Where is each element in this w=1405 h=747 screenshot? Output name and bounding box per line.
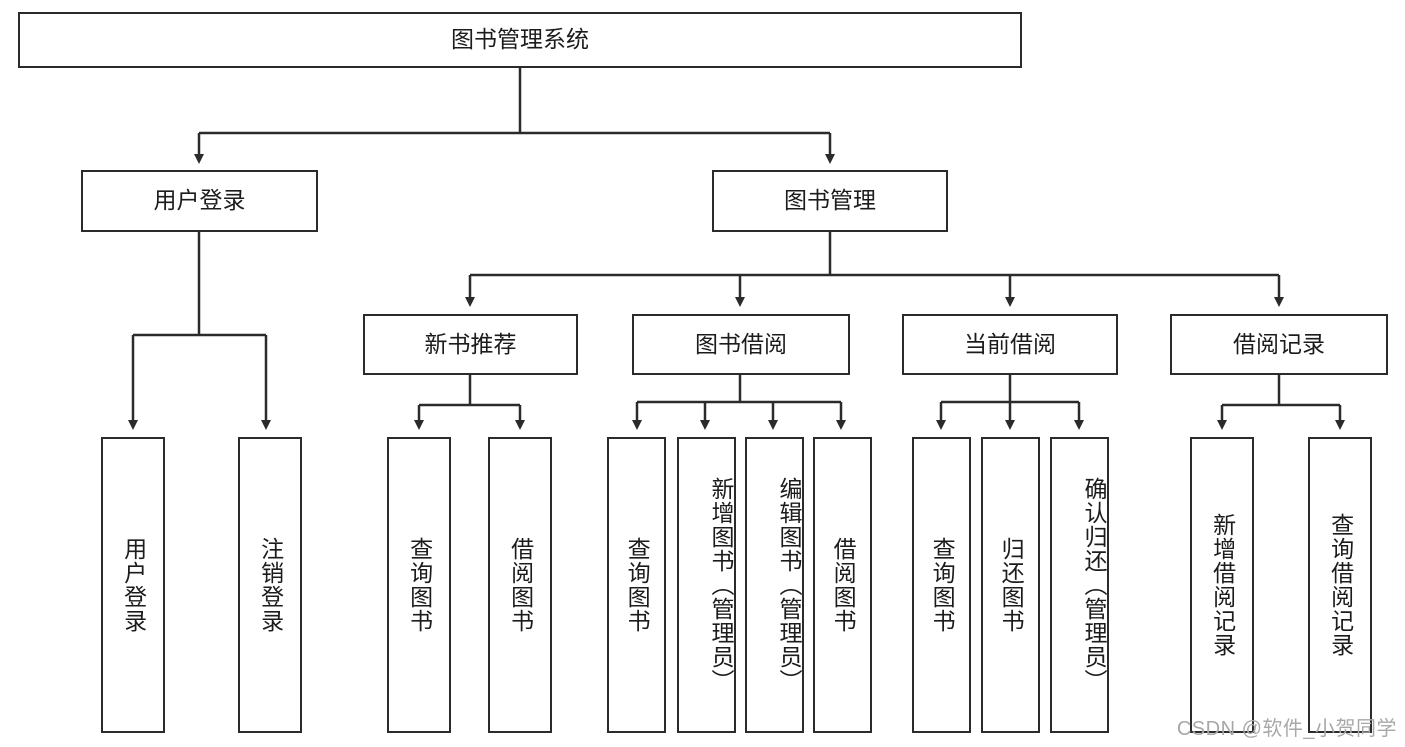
node-book-management-label: 图书管理 <box>784 187 876 214</box>
node-book-borrow-label: 图书借阅 <box>695 330 787 357</box>
leaf-borrow-add-book-label: 新增图书（管理员） <box>708 477 734 693</box>
leaf-newbook-query-label: 查询图书 <box>406 537 433 633</box>
leaf-borrow-edit-book[interactable]: 编辑图书（管理员） <box>745 437 804 733</box>
leaf-user-logout[interactable]: 注销登录 <box>238 437 302 733</box>
leaf-user-login[interactable]: 用户登录 <box>101 437 165 733</box>
leaf-borrow-borrow-book-label: 借阅图书 <box>830 537 857 633</box>
leaf-current-confirm-return-label: 确认归还（管理员） <box>1081 477 1107 693</box>
leaf-current-return[interactable]: 归还图书 <box>981 437 1040 733</box>
leaf-current-confirm-return[interactable]: 确认归还（管理员） <box>1050 437 1109 733</box>
node-user-login[interactable]: 用户登录 <box>81 170 318 232</box>
leaf-current-query[interactable]: 查询图书 <box>912 437 971 733</box>
leaf-borrow-query-label: 查询图书 <box>624 537 651 633</box>
leaf-current-return-label: 归还图书 <box>998 537 1025 633</box>
leaf-record-add[interactable]: 新增借阅记录 <box>1190 437 1254 733</box>
watermark-text: CSDN @软件_小贺同学 <box>1176 718 1397 740</box>
leaf-user-login-label: 用户登录 <box>120 537 147 633</box>
leaf-user-logout-label: 注销登录 <box>257 537 284 633</box>
node-user-login-label: 用户登录 <box>153 187 246 214</box>
node-root[interactable]: 图书管理系统 <box>18 12 1022 68</box>
leaf-current-query-label: 查询图书 <box>929 537 956 633</box>
leaf-borrow-add-book[interactable]: 新增图书（管理员） <box>677 437 736 733</box>
leaf-borrow-edit-book-label: 编辑图书（管理员） <box>776 477 802 693</box>
node-new-book-recommend[interactable]: 新书推荐 <box>363 314 578 375</box>
node-borrow-record-label: 借阅记录 <box>1233 330 1325 357</box>
leaf-newbook-borrow[interactable]: 借阅图书 <box>488 437 552 733</box>
node-borrow-record[interactable]: 借阅记录 <box>1170 314 1388 375</box>
leaf-record-query[interactable]: 查询借阅记录 <box>1308 437 1372 733</box>
node-root-label: 图书管理系统 <box>451 26 589 53</box>
leaf-record-query-label: 查询借阅记录 <box>1327 513 1354 657</box>
leaf-record-add-label: 新增借阅记录 <box>1209 513 1236 657</box>
leaf-newbook-query[interactable]: 查询图书 <box>387 437 451 733</box>
node-book-borrow[interactable]: 图书借阅 <box>632 314 850 375</box>
leaf-borrow-borrow-book[interactable]: 借阅图书 <box>813 437 872 733</box>
node-book-management[interactable]: 图书管理 <box>712 170 948 232</box>
node-current-borrow[interactable]: 当前借阅 <box>902 314 1118 375</box>
leaf-newbook-borrow-label: 借阅图书 <box>507 537 534 633</box>
node-current-borrow-label: 当前借阅 <box>964 330 1056 357</box>
leaf-borrow-query[interactable]: 查询图书 <box>607 437 666 733</box>
node-new-book-recommend-label: 新书推荐 <box>424 330 517 357</box>
